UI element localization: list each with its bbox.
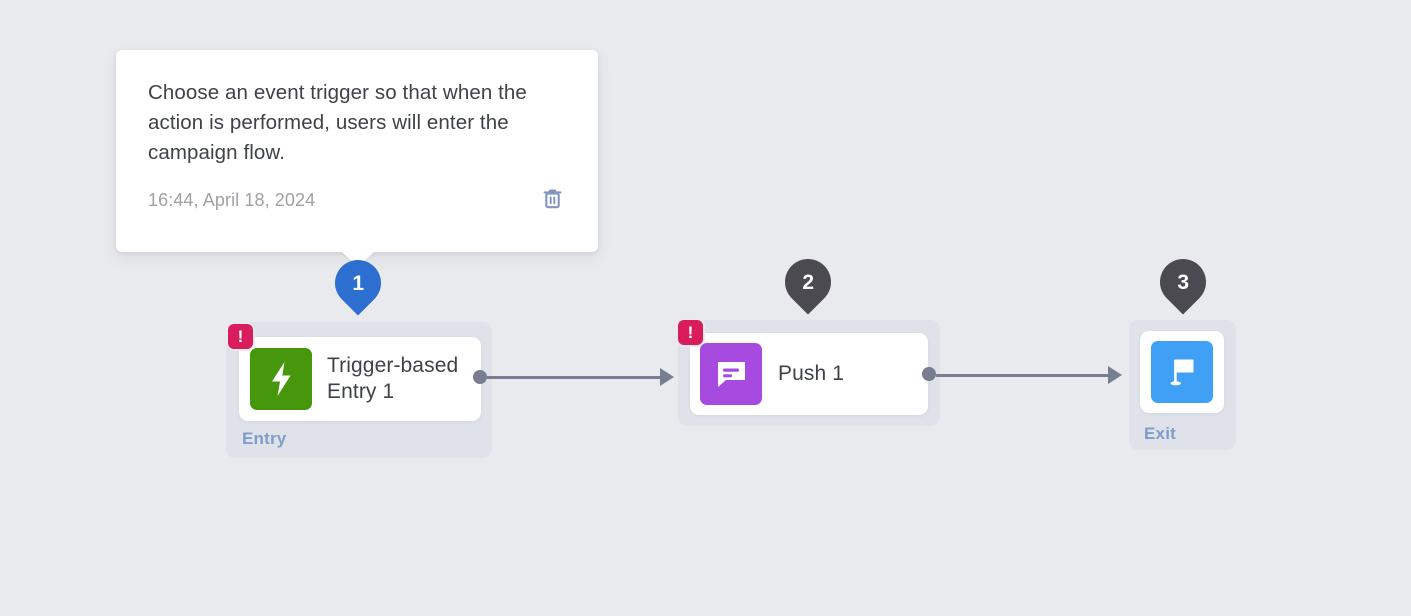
connector-arrowhead-icon	[1108, 366, 1122, 384]
flow-node-push-title: Push 1	[778, 362, 844, 385]
note-footer: 16:44, April 18, 2024	[148, 186, 566, 214]
error-badge-push[interactable]: !	[678, 320, 703, 345]
flow-node-entry-output-port[interactable]	[473, 370, 487, 384]
flow-node-exit-sublabel: Exit	[1144, 424, 1176, 443]
flow-node-entry-card[interactable]: Trigger-based Entry 1	[239, 337, 481, 421]
note-body-text: Choose an event trigger so that when the…	[148, 81, 527, 164]
flow-node-exit-card[interactable]	[1140, 331, 1224, 413]
step-pin-3-number: 3	[1177, 270, 1189, 294]
flag-icon	[1151, 341, 1213, 403]
note-timestamp: 16:44, April 18, 2024	[148, 189, 316, 210]
push-message-icon	[700, 343, 762, 405]
step-pin-3[interactable]: 3	[1150, 249, 1216, 315]
delete-note-button[interactable]	[538, 186, 566, 214]
lightning-bolt-icon	[250, 348, 312, 410]
flow-node-entry-sublabel: Entry	[242, 429, 287, 448]
connector-line	[936, 373, 1108, 377]
step-pin-2-number: 2	[802, 270, 814, 294]
connector-line	[487, 375, 660, 379]
note-tooltip[interactable]: Choose an event trigger so that when the…	[116, 50, 598, 252]
connector-arrowhead-icon	[660, 368, 674, 386]
step-pin-1[interactable]: 1	[325, 250, 391, 316]
connector-entry-to-push	[487, 366, 674, 388]
step-pin-2[interactable]: 2	[775, 249, 841, 315]
flow-node-entry-title: Trigger-based Entry 1	[327, 354, 459, 403]
flow-node-push-card[interactable]: Push 1	[690, 333, 928, 415]
step-pin-1-number: 1	[352, 271, 364, 295]
error-badge-entry[interactable]: !	[228, 324, 253, 349]
error-exclamation-icon: !	[687, 322, 694, 342]
connector-push-to-exit	[936, 364, 1122, 386]
error-exclamation-icon: !	[237, 326, 244, 346]
flow-node-push-output-port[interactable]	[922, 367, 936, 381]
trash-icon	[542, 187, 563, 213]
